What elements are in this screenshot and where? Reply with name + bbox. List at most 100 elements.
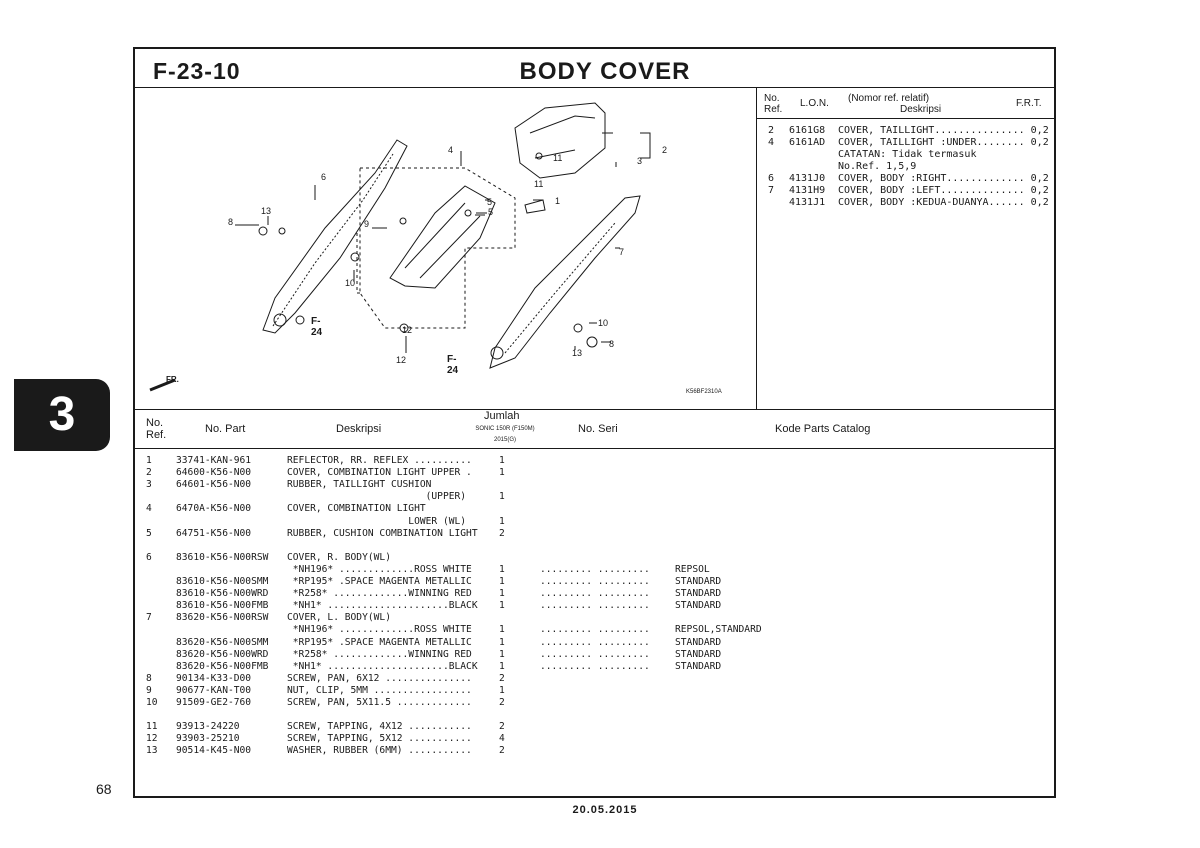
part-quantity: 1 <box>499 588 505 600</box>
callout-8b: 8 <box>609 339 615 349</box>
rt-row-desc: COVER, TAILLIGHT............... 0,2 <box>838 125 1049 136</box>
part-ref: 7 <box>146 612 152 624</box>
chapter-tab: 3 <box>14 379 110 451</box>
part-description: SCREW, TAPPING, 5X12 ........... <box>287 733 472 745</box>
callout-7: 7 <box>619 247 625 257</box>
footer-date: 20.05.2015 <box>572 804 638 816</box>
rt-header-frt: F.R.T. <box>1016 98 1042 109</box>
part-description: NUT, CLIP, 5MM ................. <box>287 684 472 696</box>
callout-12a: 12 <box>402 325 413 335</box>
rt-row-desc: COVER, BODY :LEFT.............. 0,2 <box>838 185 1049 196</box>
part-serial: ......... ......... <box>540 588 650 600</box>
part-quantity: 1 <box>499 491 505 503</box>
table-row <box>146 709 1046 721</box>
part-quantity: 2 <box>499 697 505 708</box>
left-body-cover-shape <box>489 195 641 369</box>
part-serial: ......... ......... <box>540 648 650 660</box>
callout-8a: 8 <box>228 217 234 227</box>
part-ref: 1 <box>146 455 152 466</box>
part-quantity: 2 <box>499 745 505 757</box>
table-row: (UPPER)1 <box>146 491 1046 503</box>
rt-header-desc: Deskripsi <box>900 104 942 115</box>
part-number: 83610-K56-N00WRD <box>176 588 269 600</box>
table-row: 83620-K56-N00SMM *RP195* .SPACE MAGENTA … <box>146 637 1046 649</box>
part-number: 83620-K56-N00SMM <box>176 636 269 648</box>
part-quantity: 1 <box>499 600 505 612</box>
part-number: 90677-KAN-T00 <box>176 684 252 696</box>
header-jumlah: Jumlah <box>484 410 520 422</box>
figure-number: F-23-10 <box>153 58 241 84</box>
part-catalog: REPSOL,STANDARD <box>675 624 762 636</box>
part-ref: 4 <box>146 503 152 515</box>
part-catalog: STANDARD <box>675 648 722 660</box>
part-catalog: STANDARD <box>675 576 722 587</box>
table-row: 83610-K56-N00FMB *NH1* .................… <box>146 600 1046 612</box>
rt-row-lon: 4131H9 <box>789 185 826 196</box>
part-number: 33741-KAN-961 <box>176 455 252 466</box>
part-catalog: REPSOL <box>675 563 710 575</box>
part-description: SCREW, TAPPING, 4X12 ........... <box>287 721 472 733</box>
rt-row-ref: 2 <box>768 125 775 136</box>
header-no-part: No. Part <box>205 423 246 435</box>
part-serial: ......... ......... <box>540 636 650 648</box>
title-divider <box>135 87 1055 88</box>
part-number: 93903-25210 <box>176 733 240 745</box>
f24-label-1: F-24 <box>311 316 323 338</box>
part-number: 93913-24220 <box>176 721 240 733</box>
rt-header-lon: L.O.N. <box>800 98 829 109</box>
part-number: 90514-K45-N00 <box>176 745 252 757</box>
f24-label-2: F-24 <box>447 354 459 376</box>
part-quantity: 2 <box>499 672 505 684</box>
part-description: *R258* .............WINNING RED <box>287 648 472 660</box>
part-number: 91509-GE2-760 <box>176 697 252 708</box>
part-catalog: STANDARD <box>675 600 722 612</box>
part-quantity: 1 <box>499 684 505 696</box>
part-serial: ......... ......... <box>540 600 650 612</box>
rt-row-ref: 4 <box>768 137 775 148</box>
part-number: 6470A-K56-N00 <box>176 503 252 515</box>
part-number: 90134-K33-D00 <box>176 672 252 684</box>
page-number: 68 <box>96 781 112 797</box>
table-row: 83610-K56-N00SMM *RP195* .SPACE MAGENTA … <box>146 576 1046 588</box>
taillight-cover-shape <box>514 102 606 179</box>
part-description: *NH196* .............ROSS WHITE <box>287 563 472 575</box>
part-quantity: 2 <box>499 527 505 539</box>
table-row <box>146 540 1046 552</box>
diagram-divider <box>756 88 757 409</box>
part-quantity: 1 <box>499 576 505 587</box>
part-quantity: 2 <box>499 721 505 733</box>
part-quantity: 1 <box>499 624 505 636</box>
callout-10a: 10 <box>345 278 356 288</box>
header-desc: Deskripsi <box>336 423 382 435</box>
page-frame <box>133 47 1056 798</box>
callout-6: 6 <box>321 172 327 182</box>
rt-row-lon: 6161AD <box>789 137 826 148</box>
part-serial: ......... ......... <box>540 660 650 672</box>
header-catalog: Kode Parts Catalog <box>775 423 871 435</box>
part-description: WASHER, RUBBER (6MM) ........... <box>287 745 472 757</box>
part-ref: 2 <box>146 467 152 479</box>
part-quantity: 1 <box>499 563 505 575</box>
part-description: SCREW, PAN, 6X12 ............... <box>287 672 472 684</box>
callout-11a: 11 <box>553 153 563 163</box>
part-description: RUBBER, CUSHION COMBINATION LIGHT <box>287 527 478 539</box>
rt-row-lon: 4131J1 <box>789 197 826 208</box>
parts-header-divider <box>135 448 1055 449</box>
header-jumlah-year: 2015(G) <box>493 437 516 443</box>
part-description: RUBBER, TAILLIGHT CUSHION <box>287 479 432 491</box>
header-no-seri: No. Seri <box>578 423 618 435</box>
part-description: *RP195* .SPACE MAGENTA METALLIC <box>287 636 472 648</box>
rt-row-desc: COVER, BODY :KEDUA-DUANYA...... 0,2 <box>838 197 1049 208</box>
callout-13a: 13 <box>261 206 272 216</box>
part-number: 83620-K56-N00FMB <box>176 660 269 672</box>
taillight-under-box <box>359 167 516 329</box>
callout-5b: 5 <box>488 207 494 217</box>
rt-row-desc: COVER, TAILLIGHT :UNDER........ 0,2 <box>838 137 1049 148</box>
